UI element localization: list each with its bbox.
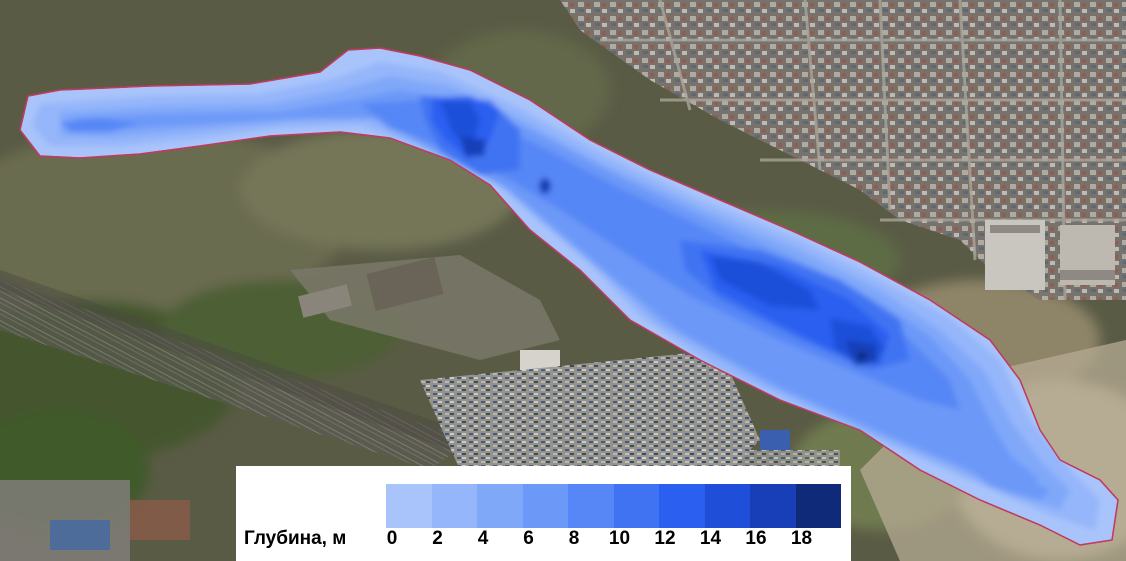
railway-tracks <box>0 270 470 470</box>
urban-roads <box>600 0 1126 301</box>
industrial-zone <box>290 255 560 360</box>
legend-swatch <box>431 484 477 528</box>
shoreline-outline <box>19 47 1119 546</box>
legend-swatch <box>522 484 568 528</box>
legend-tick-label: 8 <box>568 528 580 549</box>
depth-zone-18 <box>857 352 867 360</box>
depth-zone-6 <box>70 90 1040 488</box>
legend-swatch <box>704 484 750 528</box>
legend-swatch <box>568 484 614 528</box>
legend-swatch <box>659 484 705 528</box>
legend-tick-label: 0 <box>386 528 398 549</box>
legend-swatch <box>750 484 796 528</box>
legend-tick-label: 18 <box>790 528 813 549</box>
legend-title: Глубина, м <box>244 528 347 549</box>
legend-swatch <box>477 484 523 528</box>
warehouse-roof <box>520 350 560 370</box>
parking-lot <box>420 350 760 470</box>
reservoir <box>19 47 1119 546</box>
residential-area <box>560 0 1126 300</box>
legend-tick-label: 6 <box>523 528 534 549</box>
legend-tick-label: 10 <box>608 528 631 549</box>
legend-tick-label: 4 <box>477 528 489 549</box>
legend-swatch <box>795 484 841 528</box>
legend-tick-label: 12 <box>654 528 676 549</box>
legend-swatch <box>613 484 659 528</box>
legend-tick-label: 14 <box>699 528 722 549</box>
legend-tick-label: 2 <box>432 528 443 549</box>
depth-legend: Глубина, м 0 2 4 6 8 10 12 14 16 18 <box>236 466 851 561</box>
depth-zone-14 <box>710 256 820 310</box>
legend-swatch <box>386 484 432 528</box>
warehouse <box>366 257 444 311</box>
legend-tick-label: 16 <box>745 528 767 549</box>
legend-color-scale <box>386 484 841 528</box>
